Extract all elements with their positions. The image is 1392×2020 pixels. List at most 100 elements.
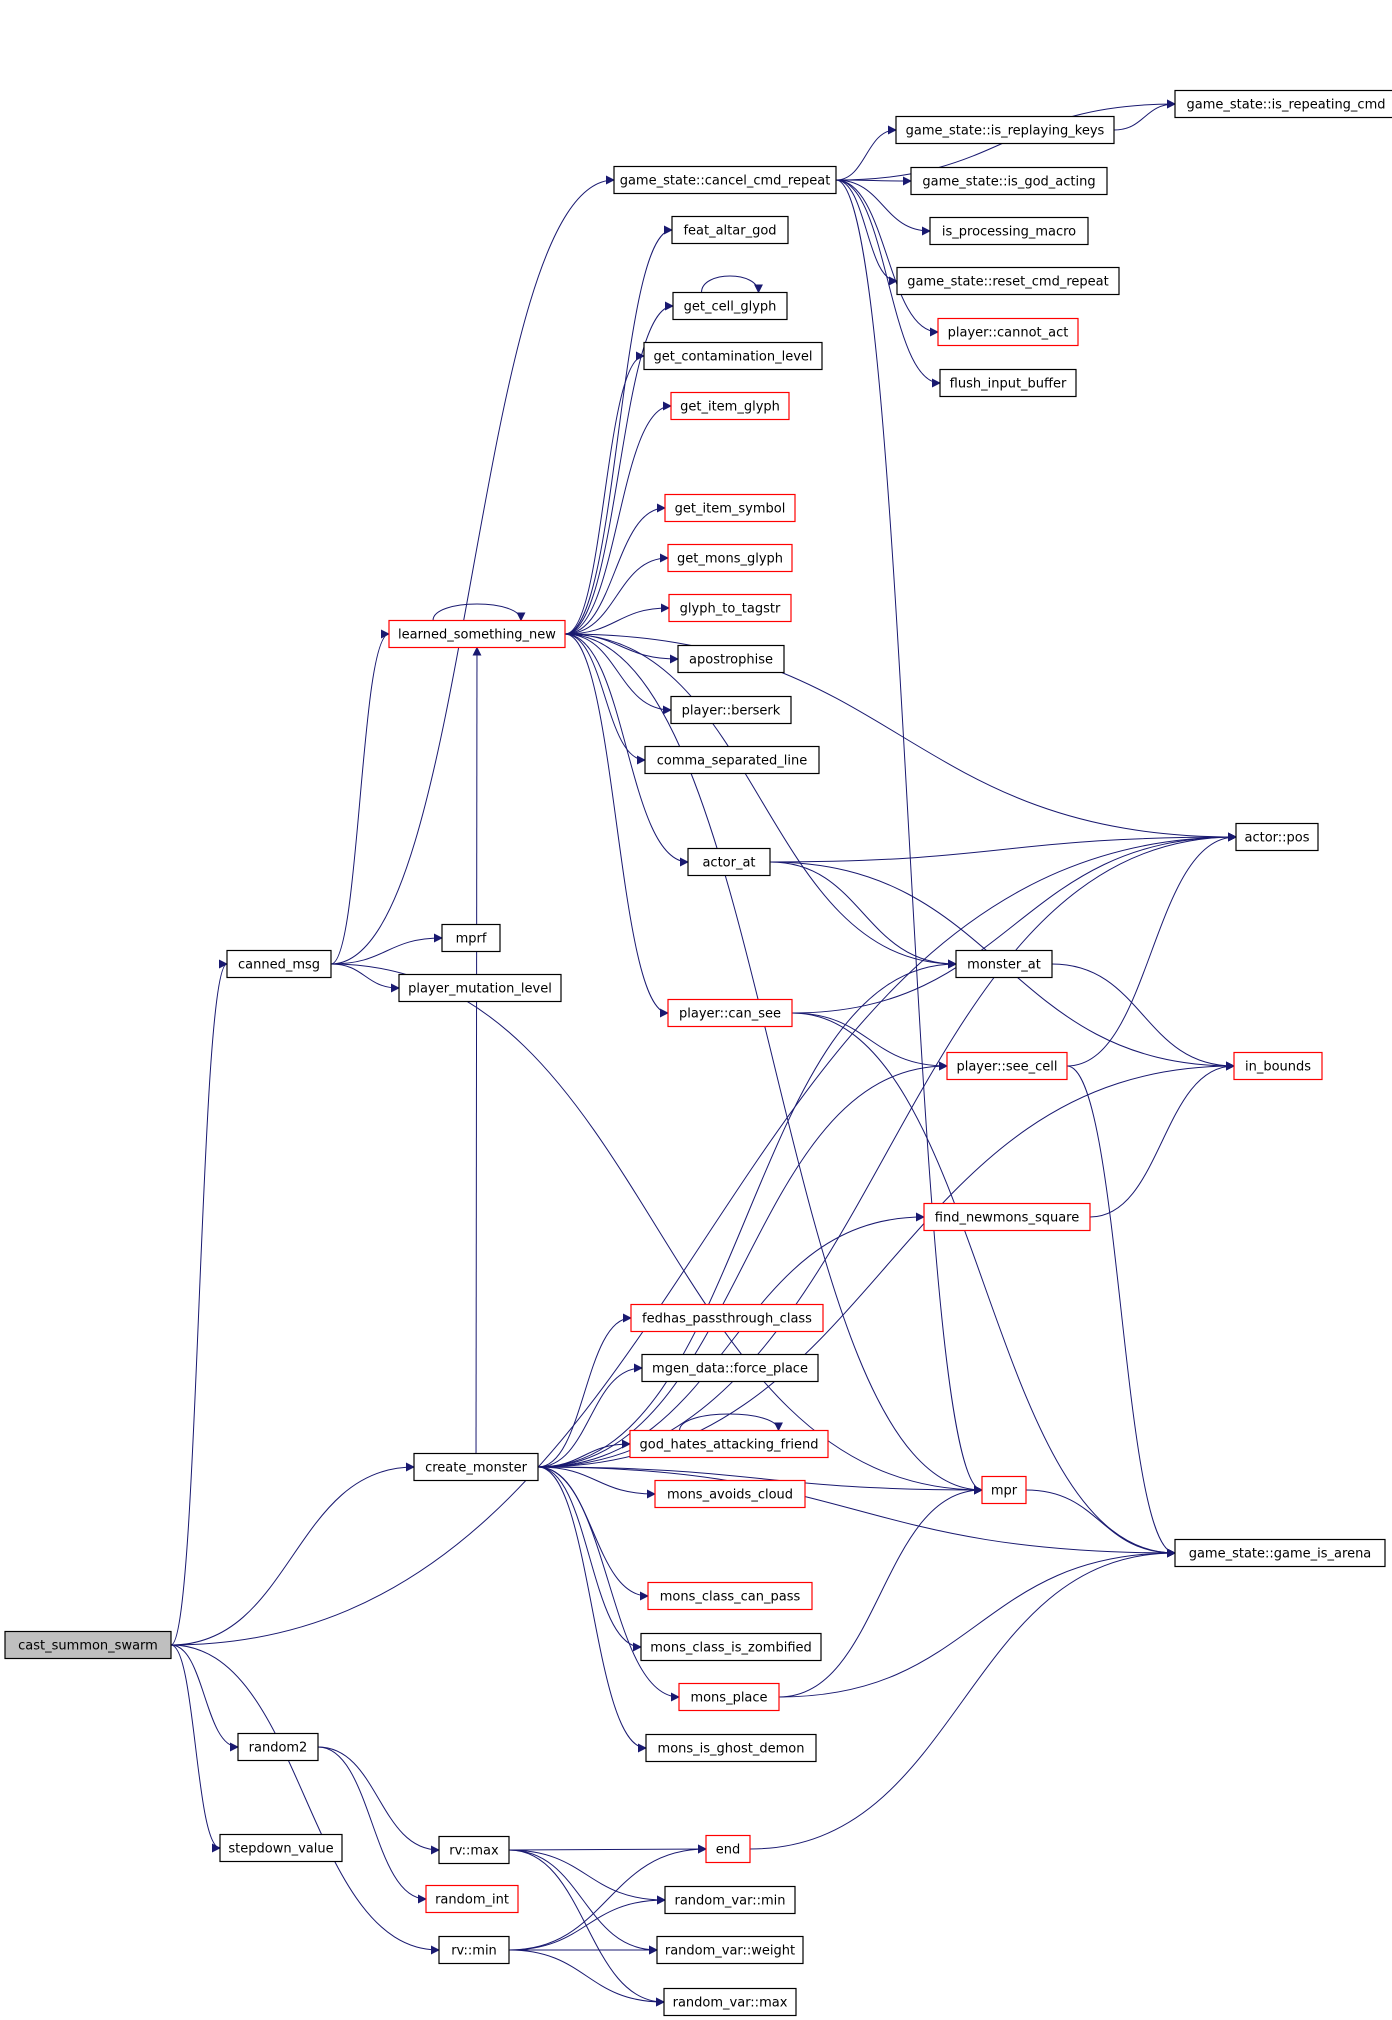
node-label: random_var::weight (665, 1944, 795, 1959)
node-mons-class-is-zombified[interactable]: mons_class_is_zombified (640, 1632, 822, 1662)
node-label: mons_class_can_pass (660, 1590, 801, 1605)
node-mpr[interactable]: mpr (981, 1475, 1027, 1505)
node-box (705, 1834, 751, 1864)
node-label: player::can_see (679, 1007, 781, 1022)
edge-create_monster-to-mons_class_is_zombified (537, 1466, 642, 1652)
node-label: get_cell_glyph (684, 300, 777, 315)
edge-learned_something_new-to-actor_at (564, 633, 689, 867)
node-box (438, 1835, 510, 1865)
node-player-see-cell[interactable]: player::see_cell (946, 1051, 1068, 1081)
node-player-cannot-act[interactable]: player::cannot_act (937, 317, 1079, 347)
edge-create_monster-to-player_see_cell (537, 1061, 948, 1468)
node-label: mons_place (690, 1691, 767, 1706)
node-end[interactable]: end (705, 1834, 751, 1864)
node-box (219, 1833, 343, 1863)
node-apostrophise[interactable]: apostrophise (677, 644, 785, 674)
node-label: monster_at (967, 958, 1041, 973)
node-box (425, 1884, 519, 1914)
node-player-berserk[interactable]: player::berserk (670, 695, 792, 725)
edge-player_can_see-to-actor_pos (791, 832, 1237, 1014)
edge-learned_something_new-to-feat_altar_god (564, 225, 673, 635)
edge-learned_something_new-to-mpr (564, 633, 983, 1495)
node-label: in_bounds (1245, 1060, 1311, 1075)
edge-rv_max-to-end (508, 1844, 707, 1854)
node-player-can-see[interactable]: player::can_see (667, 998, 793, 1028)
node-mons-is-ghost-demon[interactable]: mons_is_ghost_demon (645, 1733, 817, 1763)
node-mgen-data-force-place[interactable]: mgen_data::force_place (641, 1353, 819, 1383)
node-game-state-is-god-acting[interactable]: game_state::is_god_acting (910, 166, 1108, 196)
node-game-state-is-replaying-keys[interactable]: game_state::is_replaying_keys (895, 115, 1115, 145)
edge-create_monster-to-mons_avoids_cloud (537, 1466, 656, 1499)
node-fedhas-passthrough-class[interactable]: fedhas_passthrough_class (630, 1303, 824, 1333)
node-game-state-game-is-arena[interactable]: game_state::game_is_arena (1174, 1538, 1386, 1568)
node-stepdown-value[interactable]: stepdown_value (219, 1833, 343, 1863)
node-player-mutation-level[interactable]: player_mutation_level (398, 973, 562, 1003)
node-flush-input-buffer[interactable]: flush_input_buffer (939, 368, 1077, 398)
node-comma-separated-line[interactable]: comma_separated_line (644, 745, 820, 775)
node-label: player::cannot_act (948, 326, 1069, 341)
node-get-cell-glyph[interactable]: get_cell_glyph (672, 291, 788, 321)
node-label: actor_at (702, 856, 755, 871)
node-is-processing-macro[interactable]: is_processing_macro (929, 216, 1089, 246)
node-label: glyph_to_tagstr (680, 602, 781, 617)
node-game-state-reset-cmd-repeat[interactable]: game_state::reset_cmd_repeat (896, 266, 1120, 296)
node-in-bounds[interactable]: in_bounds (1233, 1051, 1323, 1081)
edge-rv_min-to-end (508, 1844, 707, 1951)
node-get-mons-glyph[interactable]: get_mons_glyph (667, 543, 793, 573)
node-monster-at[interactable]: monster_at (955, 949, 1053, 979)
node-get-item-symbol[interactable]: get_item_symbol (664, 493, 796, 523)
node-box (672, 291, 788, 321)
node-rv-min[interactable]: rv::min (438, 1935, 510, 1965)
node-layer: cast_summon_swarm canned_msg create_monste… (4, 89, 1392, 2017)
node-random2[interactable]: random2 (237, 1732, 319, 1762)
node-game-state-is-repeating-cmd[interactable]: game_state::is_repeating_cmd (1174, 89, 1392, 119)
node-learned-something-new[interactable]: learned_something_new (388, 619, 566, 649)
edge-cast_summon_swarm-to-rv_min (170, 1644, 440, 1955)
node-cast-summon-swarm[interactable]: cast_summon_swarm (4, 1630, 172, 1660)
edge-game_state_cancel_cmd_repeat-to-game_state_is_god_acting (835, 176, 912, 186)
node-mons-place[interactable]: mons_place (678, 1682, 780, 1712)
node-get-item-glyph[interactable]: get_item_glyph (670, 391, 790, 421)
node-box (438, 1935, 510, 1965)
node-random-var-max[interactable]: random_var::max (663, 1987, 797, 2017)
edge-game_state_cancel_cmd_repeat-to-is_processing_macro (835, 179, 931, 236)
edge-player_see_cell-to-actor_pos (1066, 832, 1237, 1067)
node-get-contamination-level[interactable]: get_contamination_level (643, 341, 823, 371)
edge-rv_max-to-random_var_weight (508, 1849, 658, 1955)
node-box (641, 1353, 819, 1383)
node-label: comma_separated_line (657, 754, 808, 769)
edge-rv_min-to-random_var_min (508, 1895, 666, 1951)
node-label: random2 (249, 1741, 308, 1756)
node-label: game_state::is_god_acting (922, 175, 1095, 190)
node-actor-at[interactable]: actor_at (687, 847, 771, 877)
node-box (413, 1452, 539, 1482)
node-mons-class-can-pass[interactable]: mons_class_can_pass (647, 1581, 813, 1611)
node-find-newmons-square[interactable]: find_newmons_square (923, 1202, 1091, 1232)
node-random-int[interactable]: random_int (425, 1884, 519, 1914)
node-rv-max[interactable]: rv::max (438, 1835, 510, 1865)
node-god-hates-attacking-friend[interactable]: god_hates_attacking_friend (629, 1429, 829, 1459)
node-random-var-min[interactable]: random_var::min (664, 1885, 796, 1915)
node-label: mons_avoids_cloud (667, 1488, 793, 1503)
edge-create_monster-to-monster_at (537, 959, 957, 1468)
edge-game_state_cancel_cmd_repeat-to-mpr (835, 179, 983, 1495)
edge-player_can_see-to-game_state_game_is_arena (791, 1012, 1176, 1558)
node-label: game_state::is_repeating_cmd (1187, 98, 1386, 113)
node-create-monster[interactable]: create_monster (413, 1452, 539, 1482)
edge-create_monster-to-mpr (537, 1466, 983, 1495)
node-glyph-to-tagstr[interactable]: glyph_to_tagstr (668, 593, 792, 623)
node-mprf[interactable]: mprf (441, 923, 501, 953)
edge-rv_max-to-random_var_max (508, 1849, 665, 2007)
node-game-state-cancel-cmd-repeat[interactable]: game_state::cancel_cmd_repeat (613, 165, 837, 195)
node-label: fedhas_passthrough_class (642, 1312, 812, 1327)
node-box (388, 619, 566, 649)
node-random-var-weight[interactable]: random_var::weight (656, 1935, 804, 1965)
node-actor-pos[interactable]: actor::pos (1235, 822, 1319, 852)
node-box (613, 165, 837, 195)
node-mons-avoids-cloud[interactable]: mons_avoids_cloud (654, 1479, 806, 1509)
edge-game_state_cancel_cmd_repeat-to-game_state_is_replaying_keys (835, 125, 897, 181)
edge-cast_summon_swarm-to-stepdown_value (170, 1644, 221, 1853)
node-feat-altar-god[interactable]: feat_altar_god (671, 215, 789, 245)
node-canned-msg[interactable]: canned_msg (226, 949, 332, 979)
